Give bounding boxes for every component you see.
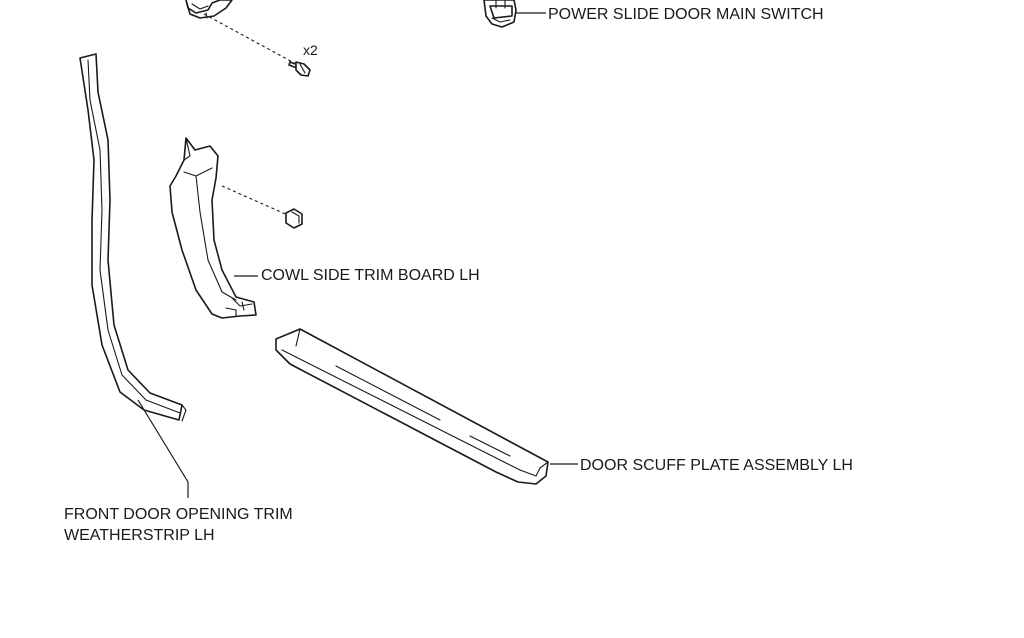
front-door-opening-trim-weatherstrip [79,53,187,422]
callout-cowl-side-trim-board: COWL SIDE TRIM BOARD LH [261,267,480,284]
callout-weatherstrip-line-1: FRONT DOOR OPENING TRIM [64,506,293,523]
cowl-side-trim-board [169,137,257,319]
bracket-part [185,0,233,19]
weatherstrip-leader-line [137,399,189,498]
power-slide-door-main-switch [483,0,517,28]
screw-alignment-line [203,13,297,65]
callout-power-slide-door-main-switch: POWER SLIDE DOOR MAIN SWITCH [548,6,824,23]
clip-alignment-line [221,185,291,217]
clip-part [285,208,303,229]
callout-door-scuff-plate-assembly: DOOR SCUFF PLATE ASSEMBLY LH [580,457,853,474]
callout-weatherstrip-line-2: WEATHERSTRIP LH [64,527,215,544]
screw-part [288,61,311,77]
screw-quantity-label: x2 [303,42,318,58]
door-scuff-plate-assembly [275,328,549,485]
